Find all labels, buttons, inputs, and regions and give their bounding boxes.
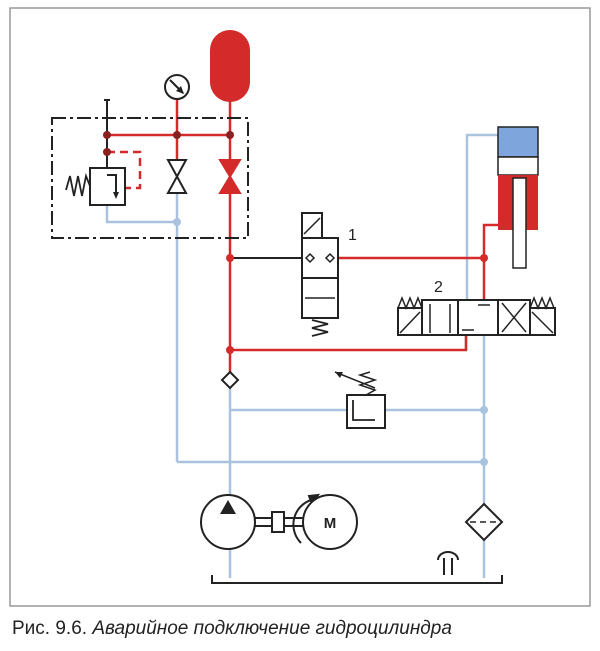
pump	[200, 494, 256, 550]
filter	[464, 502, 504, 542]
electric-motor: M	[302, 494, 358, 550]
valve-1	[301, 212, 339, 337]
accumulator	[210, 30, 250, 102]
check-valve	[220, 370, 240, 390]
motor-label: M	[324, 515, 337, 532]
caption-prefix: Рис. 9.6.	[12, 618, 88, 639]
figure-caption: Рис. 9.6. Аварийное подключение гидроцил…	[12, 618, 452, 640]
hydraulic-cylinder	[497, 126, 539, 269]
caption-text: Аварийное подключение гидроцилиндра	[92, 618, 452, 639]
pressure-lines	[107, 99, 498, 372]
valve-1-label: 1	[348, 227, 357, 244]
junctions	[103, 131, 488, 354]
valve-2	[397, 295, 556, 336]
accumulator-shutoff-valve	[218, 159, 242, 194]
valve-block-boundary	[51, 117, 249, 239]
pressure-switch	[334, 371, 386, 429]
tank	[211, 575, 503, 584]
return-junctions	[173, 218, 488, 466]
breather-icon	[437, 551, 459, 575]
valve-2-label: 2	[434, 279, 443, 296]
manual-shutoff-valve	[166, 159, 188, 194]
relief-valve	[65, 167, 126, 206]
pressure-gauge-icon	[164, 74, 190, 100]
spring-icon	[65, 172, 91, 197]
